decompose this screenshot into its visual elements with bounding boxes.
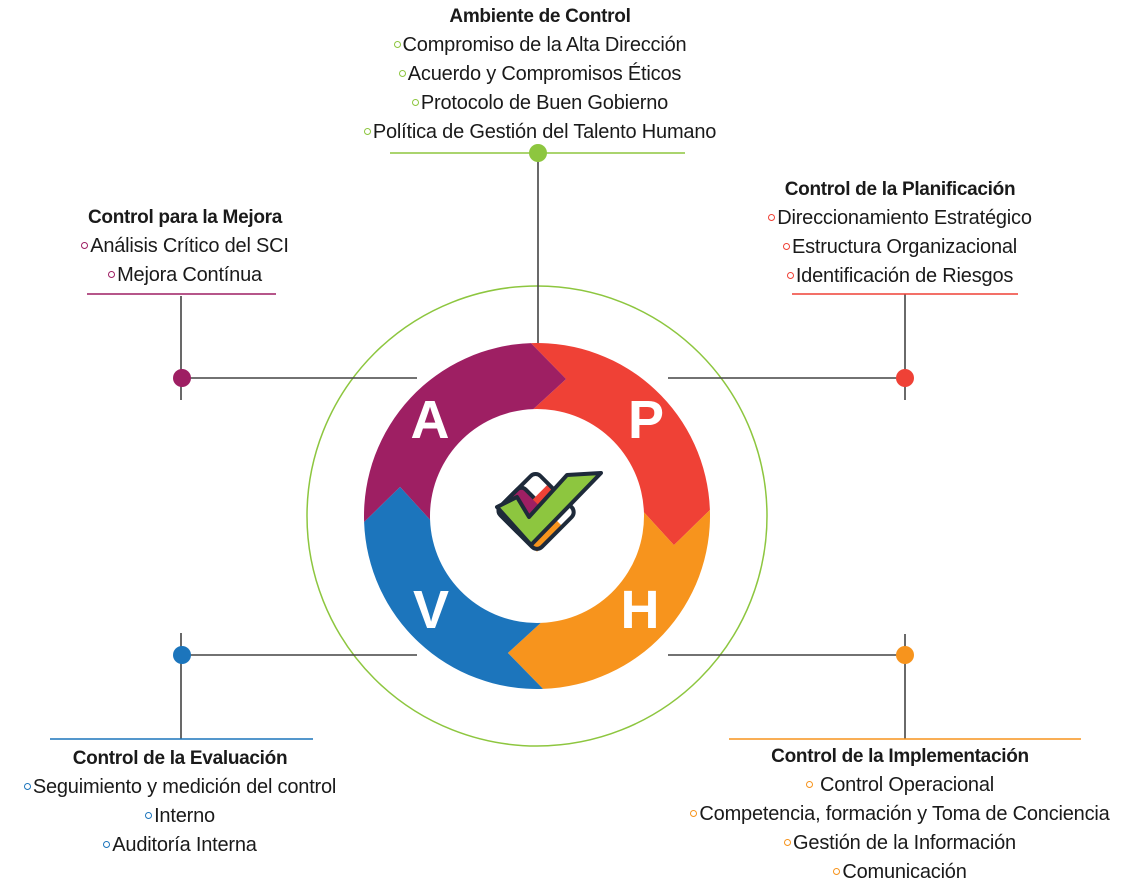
list-item: Identificación de Riesgos — [740, 262, 1060, 291]
letter-a: A — [411, 390, 450, 450]
segment-act — [363, 343, 567, 523]
segment-plan — [530, 342, 710, 546]
bullet-icon — [145, 812, 153, 819]
list-item: Acuerdo y Compromisos Éticos — [330, 60, 750, 89]
dot-bottom-left — [173, 646, 191, 664]
bullet-icon — [363, 128, 371, 135]
list-item: Análisis Crítico del SCI — [40, 232, 330, 261]
list-item: Direccionamiento Estratégico — [740, 204, 1060, 233]
list-item: Protocolo de Buen Gobierno — [330, 89, 750, 118]
segment-check — [364, 486, 544, 689]
bullet-icon — [690, 810, 698, 817]
dot-top-right — [896, 369, 914, 387]
list-item: Interno — [0, 802, 360, 831]
bullet-icon — [103, 841, 111, 848]
list-item: Seguimiento y medición del control — [0, 773, 360, 802]
list-item: Política de Gestión del Talento Humano — [330, 118, 750, 147]
list-item: Estructura Organizacional — [740, 233, 1060, 262]
list-item: Comunicación — [660, 858, 1140, 887]
bullet-icon — [81, 242, 89, 249]
letter-h: H — [621, 580, 660, 640]
segment-do — [507, 509, 710, 689]
bullet-icon — [398, 70, 406, 77]
bullet-icon — [411, 99, 419, 106]
block-ambiente-de-control: Ambiente de Control Compromiso de la Alt… — [330, 2, 750, 147]
bullet-icon — [108, 271, 116, 278]
checkmark-icon — [495, 471, 603, 552]
bullet-icon — [805, 781, 813, 788]
bullet-icon — [23, 783, 31, 790]
list-item: Auditoría Interna — [0, 831, 360, 860]
bullet-icon — [768, 214, 776, 221]
block-title: Control de la Planificación — [784, 179, 1016, 200]
bullet-icon — [833, 868, 841, 875]
block-title: Control de la Evaluación — [72, 748, 288, 769]
dot-top-left — [173, 369, 191, 387]
block-control-planificacion: Control de la Planificación Direccionami… — [740, 175, 1060, 291]
letter-p: P — [628, 390, 664, 450]
bullet-icon — [393, 41, 401, 48]
list-item: Competencia, formación y Toma de Concien… — [660, 800, 1140, 829]
block-title: Control para la Mejora — [88, 207, 282, 228]
dot-bottom-right — [896, 646, 914, 664]
block-control-mejora: Control para la Mejora Análisis Crítico … — [40, 203, 330, 290]
bullet-icon — [786, 272, 794, 279]
list-item: Control Operacional — [660, 771, 1140, 800]
block-control-evaluacion: Control de la Evaluación Seguimiento y m… — [0, 744, 360, 860]
outer-ring — [306, 285, 768, 747]
block-title: Ambiente de Control — [449, 6, 631, 27]
list-item: Gestión de la Información — [660, 829, 1140, 858]
pdca-ring — [363, 342, 710, 689]
block-control-implementacion: Control de la Implementación Control Ope… — [660, 742, 1140, 887]
letter-v: V — [413, 580, 449, 640]
list-item: Mejora Contínua — [40, 261, 330, 290]
dot-top — [529, 144, 547, 162]
bullet-icon — [784, 839, 792, 846]
block-title: Control de la Implementación — [771, 746, 1029, 767]
list-item: Compromiso de la Alta Dirección — [330, 31, 750, 60]
bullet-icon — [782, 243, 790, 250]
